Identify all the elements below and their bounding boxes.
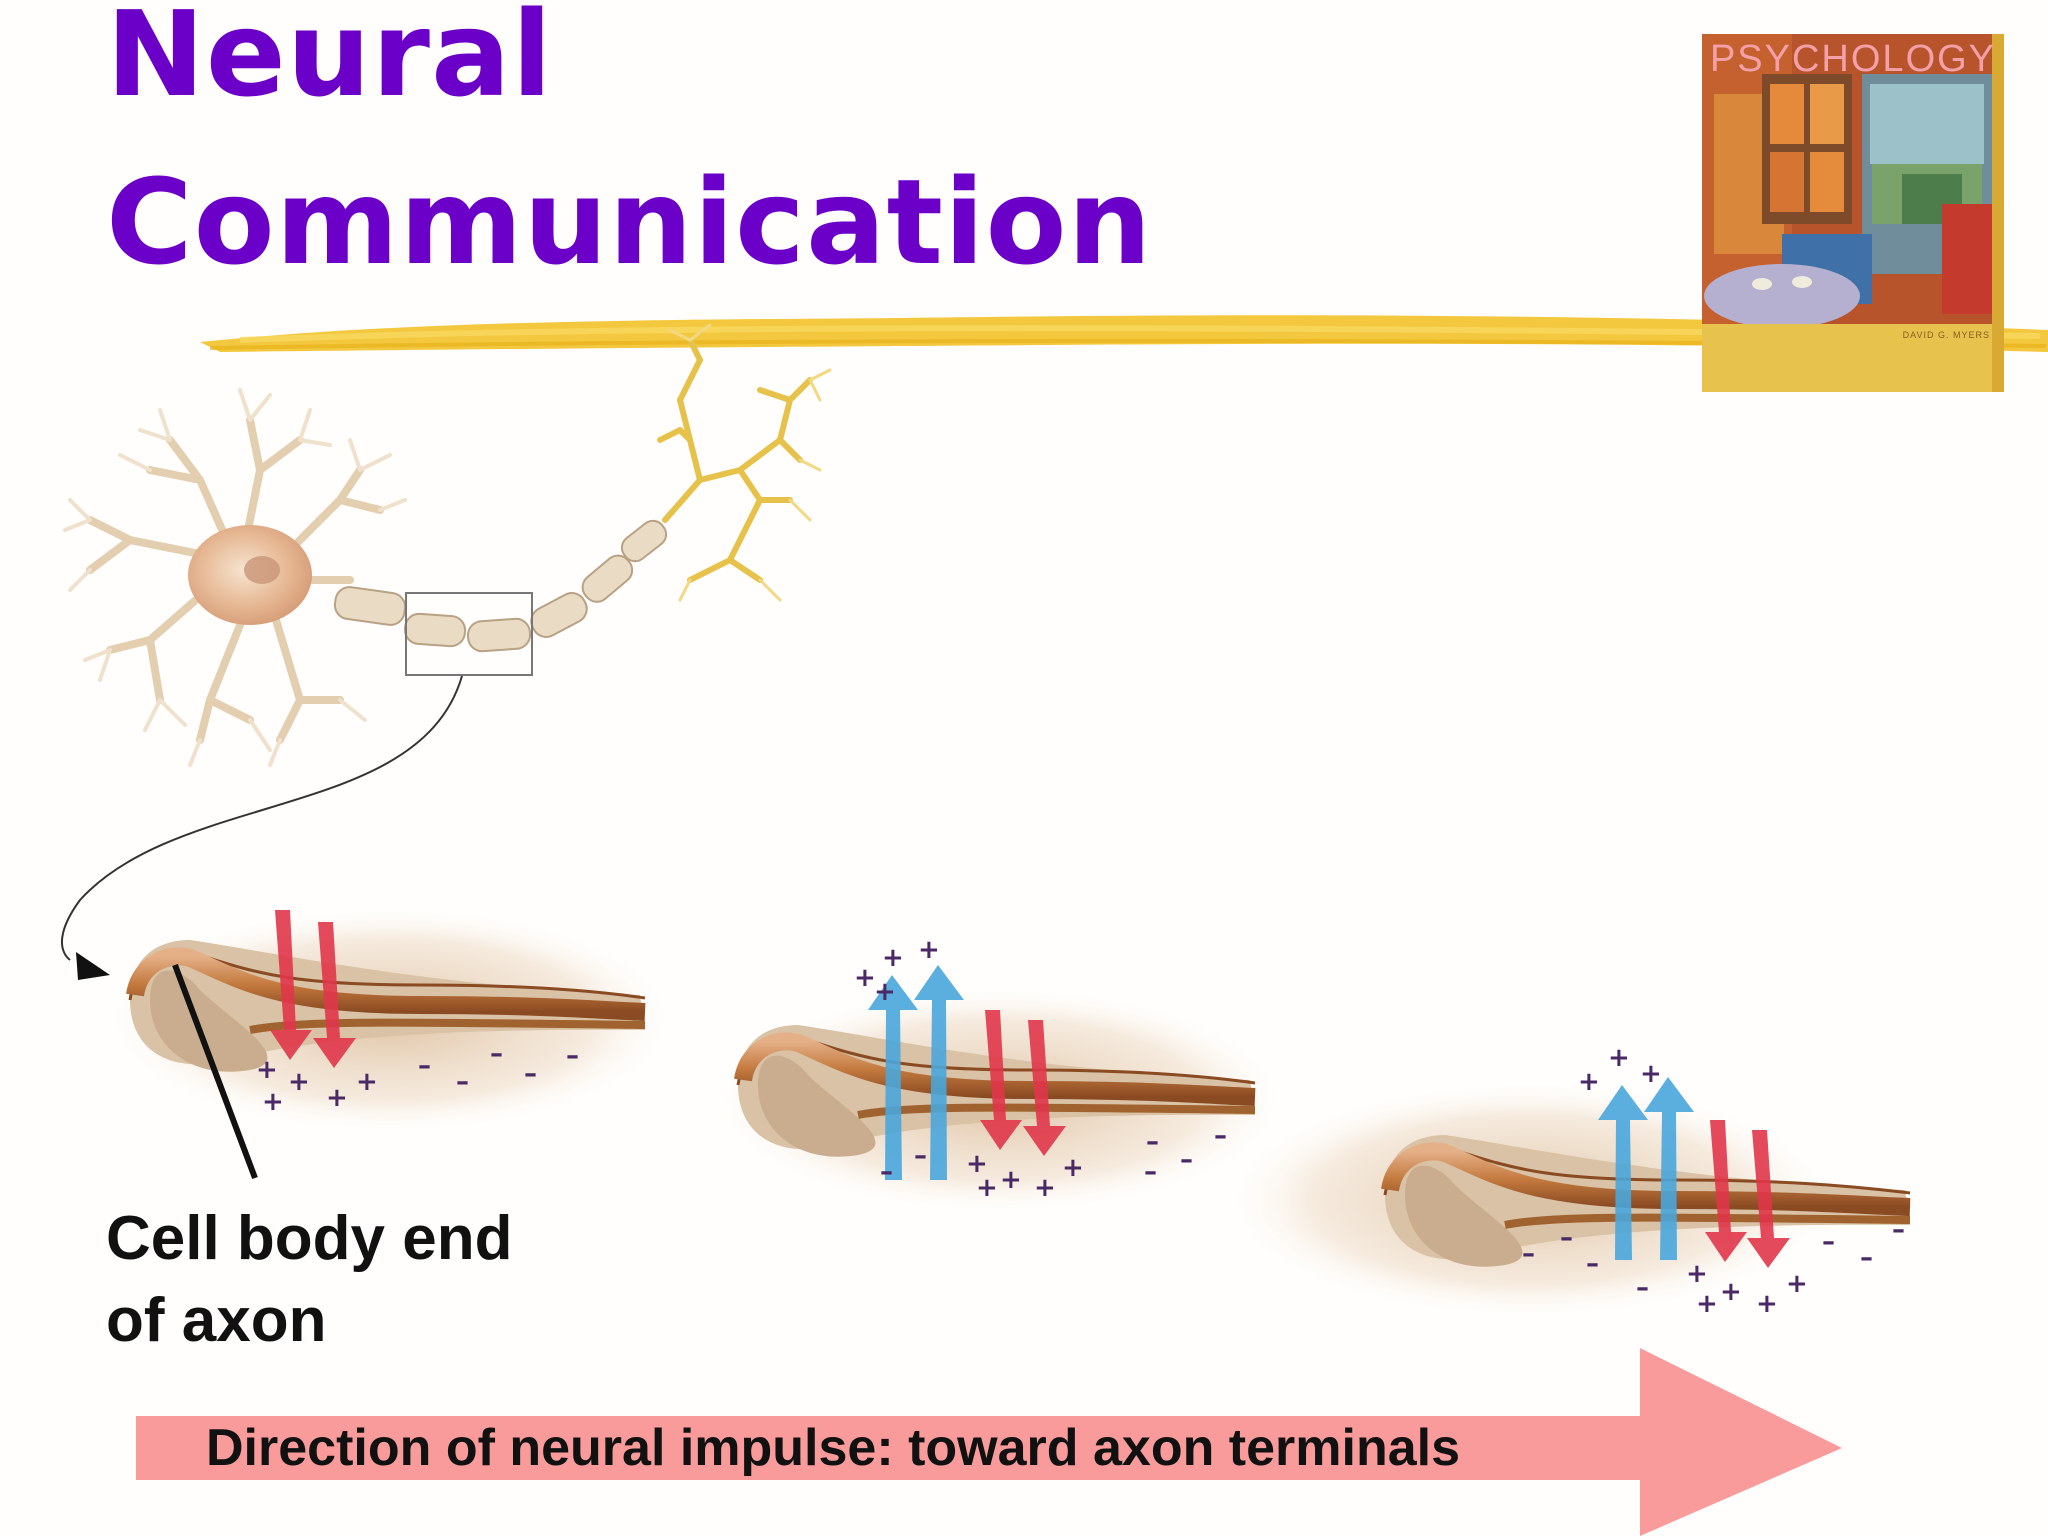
svg-text:–: –	[1892, 1215, 1905, 1245]
axon-segment-stage-1	[100, 905, 680, 1180]
axon-terminals	[657, 337, 813, 583]
svg-text:–: –	[1560, 1223, 1573, 1253]
ion-inflow-arrows-stage-2	[980, 1010, 1066, 1156]
cell-body-end-pointer	[172, 963, 258, 1180]
svg-text:–: –	[880, 1157, 893, 1187]
slide-title: Neural Communication	[106, 0, 1153, 306]
book-cover-author: DAVID G. MYERS	[1902, 330, 1990, 340]
book-cover-image: PSYCHOLOGY DAVID G. MYERS	[1702, 34, 2004, 392]
svg-text:+: +	[1756, 1289, 1778, 1319]
svg-text:–: –	[566, 1041, 579, 1071]
ion-charges-stage-2: ++++ –– +++++ ––––	[854, 935, 1227, 1203]
axon-segment-stage-2	[710, 985, 1290, 1215]
svg-text:+: +	[882, 943, 904, 973]
svg-text:+: +	[1578, 1067, 1600, 1097]
svg-text:–: –	[1180, 1145, 1193, 1175]
axon-segment-stage-3	[1220, 1080, 1911, 1320]
title-underline-stroke	[200, 315, 2048, 352]
myelin-sheath	[333, 519, 668, 653]
direction-label: Direction of neural impulse: toward axon…	[206, 1419, 1461, 1477]
svg-text:–: –	[524, 1059, 537, 1089]
cell-body-end-label-line2: of axon	[106, 1286, 327, 1355]
svg-text:+: +	[918, 935, 940, 965]
svg-text:–: –	[418, 1051, 431, 1081]
svg-text:+: +	[256, 1055, 278, 1085]
title-line-2: Communication	[106, 153, 1153, 291]
svg-text:–: –	[490, 1039, 503, 1069]
svg-text:+: +	[976, 1173, 998, 1203]
svg-text:–: –	[1636, 1273, 1649, 1303]
svg-text:+: +	[1720, 1277, 1742, 1307]
title-line-1: Neural	[106, 0, 554, 123]
ion-charges-stage-1: +++++ –––––	[256, 1039, 579, 1117]
svg-text:+: +	[262, 1087, 284, 1117]
svg-text:+: +	[1686, 1259, 1708, 1289]
nucleus	[244, 556, 280, 584]
neuron-illustration	[63, 323, 832, 767]
ion-inflow-arrows-stage-1	[270, 910, 356, 1068]
ion-charges-stage-3: +++ –––– +++++ –––	[1522, 1043, 1905, 1319]
svg-text:–: –	[1586, 1249, 1599, 1279]
zoom-region-box	[405, 592, 533, 676]
svg-text:+: +	[1062, 1153, 1084, 1183]
ion-outflow-arrows-stage-3	[1598, 1077, 1694, 1260]
svg-text:+: +	[1608, 1043, 1630, 1073]
svg-text:+: +	[874, 977, 896, 1007]
svg-text:–: –	[1822, 1227, 1835, 1257]
zoom-callout-curve	[60, 675, 463, 961]
svg-text:–: –	[1144, 1157, 1157, 1187]
cell-body-end-label: Cell body end of axon	[106, 1198, 512, 1362]
svg-text:+: +	[1786, 1269, 1808, 1299]
svg-text:+: +	[326, 1083, 348, 1113]
svg-text:–: –	[914, 1141, 927, 1171]
ion-outflow-arrows-stage-2	[868, 965, 964, 1180]
ion-inflow-arrows-stage-3	[1705, 1120, 1790, 1268]
svg-text:–: –	[1214, 1121, 1227, 1151]
svg-text:+: +	[356, 1067, 378, 1097]
svg-text:–: –	[1146, 1127, 1159, 1157]
svg-text:+: +	[1000, 1165, 1022, 1195]
zoom-callout-arrowhead	[76, 952, 110, 980]
svg-text:–: –	[456, 1067, 469, 1097]
painting-illustration	[1702, 34, 2004, 392]
svg-text:–: –	[1522, 1239, 1535, 1269]
svg-text:+: +	[288, 1067, 310, 1097]
svg-text:+: +	[1640, 1059, 1662, 1089]
svg-text:+: +	[1696, 1289, 1718, 1319]
direction-arrow	[136, 1348, 1842, 1536]
book-cover-title: PSYCHOLOGY	[1709, 38, 1997, 80]
svg-text:+: +	[966, 1149, 988, 1179]
svg-text:–: –	[1860, 1243, 1873, 1273]
svg-text:+: +	[854, 963, 876, 993]
svg-text:+: +	[1034, 1173, 1056, 1203]
cell-body-end-label-line1: Cell body end	[106, 1204, 513, 1273]
